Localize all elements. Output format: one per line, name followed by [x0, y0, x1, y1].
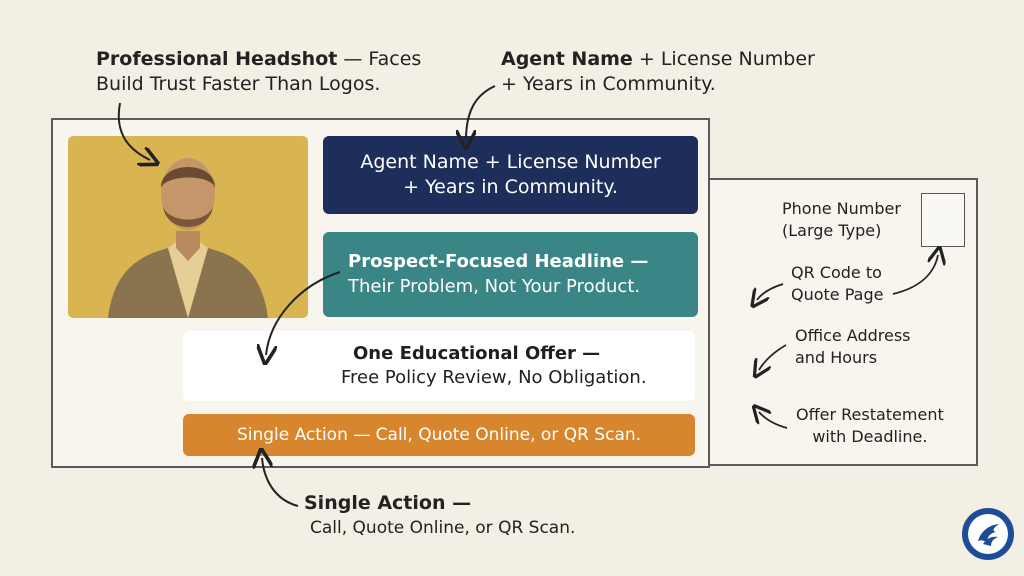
action-callout-line2: Call, Quote Online, or QR Scan.	[310, 518, 576, 538]
phone-label-line2: (Large Type)	[782, 221, 882, 240]
agent-callout-rest: + License Number	[632, 48, 815, 70]
offer-line2: Free Policy Review, No Obligation.	[341, 367, 647, 388]
headshot-photo	[68, 136, 308, 318]
headshot-callout-rest: — Faces	[337, 48, 422, 70]
single-action-label: Single Action — Call, Quote Online, or Q…	[236, 425, 642, 445]
agent-callout-bold: Agent Name	[501, 48, 633, 70]
headline-line1: Prospect-Focused Headline —	[348, 251, 649, 272]
stamp-box	[921, 193, 965, 247]
single-action-bar: Single Action — Call, Quote Online, or Q…	[183, 414, 695, 456]
person-silhouette-icon	[108, 158, 268, 318]
office-label-line2: and Hours	[795, 348, 878, 367]
agent-callout: Agent Name + License Number + Years in C…	[501, 47, 815, 97]
headline-line2: Their Problem, Not Your Product.	[348, 276, 641, 297]
office-label: Office Address and Hours	[795, 325, 911, 369]
agent-callout-line2: + Years in Community.	[501, 73, 716, 95]
phone-label-line1: Phone Number	[782, 199, 901, 218]
offer-line1: One Educational Offer —	[353, 343, 601, 364]
griffin-logo-icon	[962, 508, 1014, 560]
qr-label: QR Code to Quote Page	[791, 262, 883, 306]
headshot-callout-bold: Professional Headshot	[96, 48, 338, 70]
headline-box: Prospect-Focused Headline — Their Proble…	[323, 232, 698, 317]
phone-label: Phone Number (Large Type)	[782, 198, 901, 242]
offer-box: One Educational Offer — Free Policy Revi…	[183, 331, 695, 401]
agent-name-line2: + Years in Community.	[403, 176, 618, 198]
action-callout-line1: Single Action —	[304, 492, 472, 514]
headshot-callout-line2: Build Trust Faster Than Logos.	[96, 73, 381, 95]
headshot-callout: Professional Headshot — Faces Build Trus…	[96, 47, 421, 97]
offer-label-line1: Offer Restatement	[796, 405, 944, 424]
offer-label: Offer Restatement with Deadline.	[796, 404, 944, 448]
agent-name-box: Agent Name + License Number + Years in C…	[323, 136, 698, 214]
offer-label-line2: with Deadline.	[812, 427, 928, 446]
agent-name-line1: Agent Name + License Number	[360, 151, 661, 173]
qr-label-line2: Quote Page	[791, 285, 884, 304]
qr-label-line1: QR Code to	[791, 263, 882, 282]
office-label-line1: Office Address	[795, 326, 911, 345]
action-callout: Single Action — Call, Quote Online, or Q…	[304, 491, 575, 541]
